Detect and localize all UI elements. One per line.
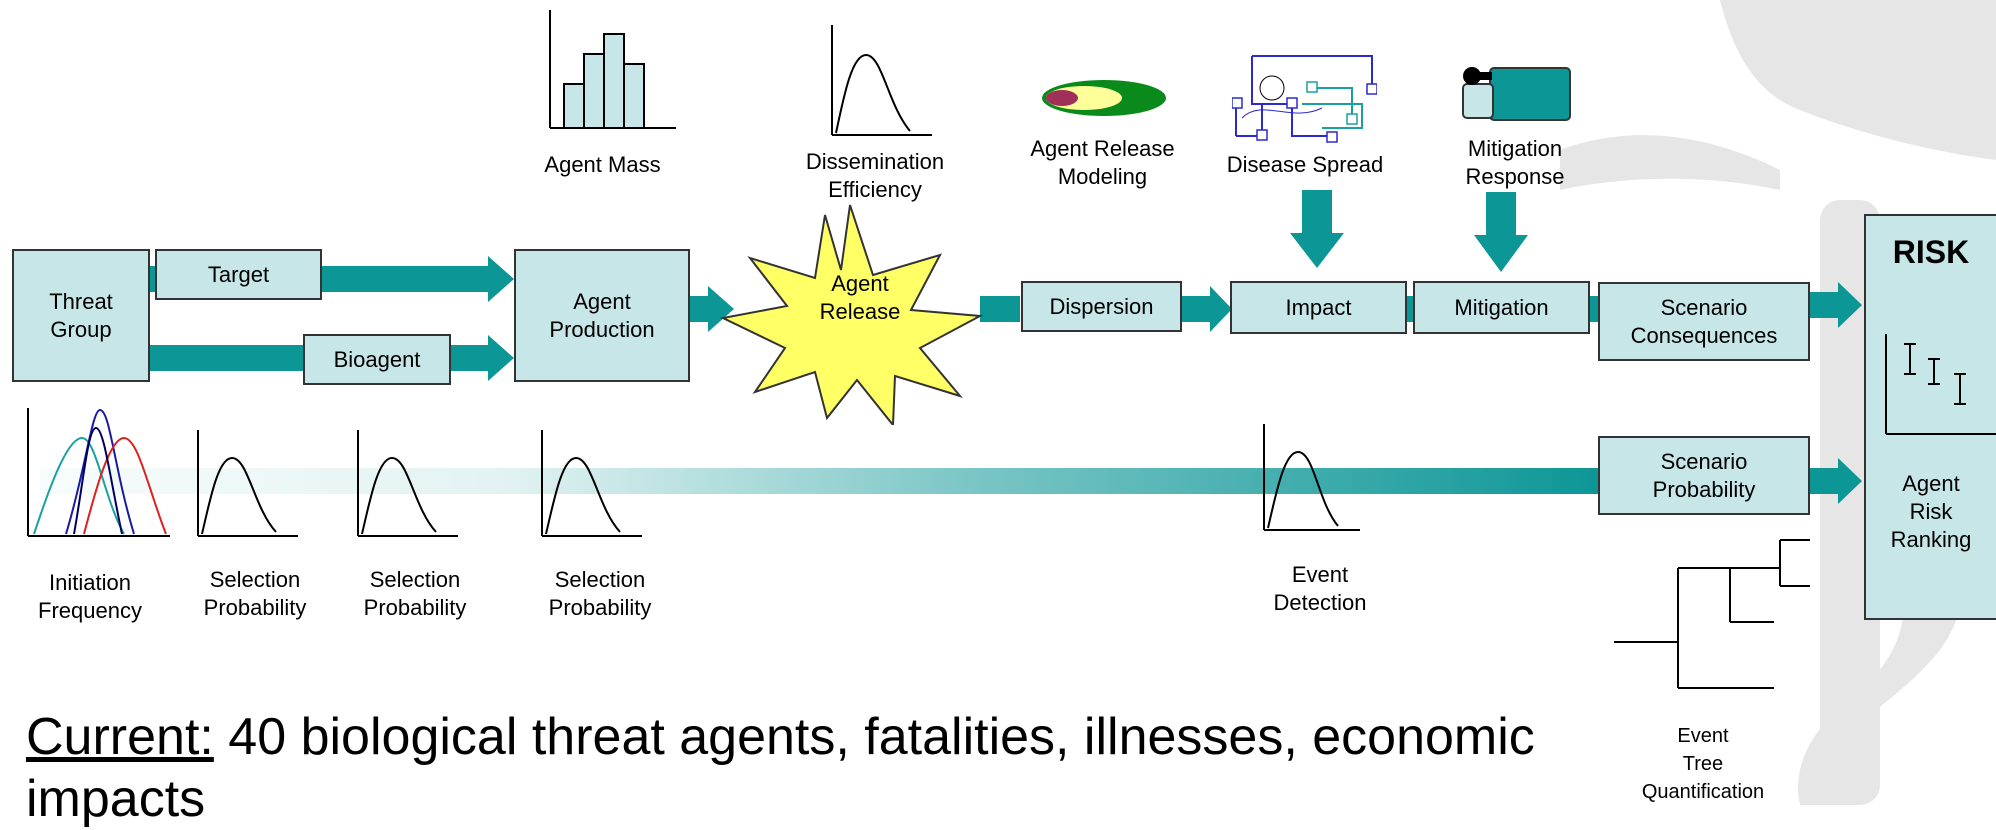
event-detection-curve-icon <box>1263 424 1360 531</box>
agent-risk-ranking-label: Agent Risk Ranking <box>1890 471 1972 552</box>
agent-release-modeling-label: Agent Release Modeling <box>1030 136 1175 189</box>
scenario-consequences-box: Scenario Consequences <box>1598 282 1810 361</box>
risk-panel: RISK Agent Risk Ranking <box>1864 214 1996 620</box>
distribution-curve-icon <box>831 25 932 136</box>
agent-production-box: Agent Production <box>514 249 690 382</box>
selection-probability-curve-icon-2 <box>357 430 458 537</box>
event-tree-icon <box>1614 539 1810 689</box>
scenario-probability-box: Scenario Probability <box>1598 436 1810 515</box>
current-statement: Current: 40 biological threat agents, fa… <box>26 706 1586 830</box>
current-text: 40 biological threat agents, fatalities,… <box>26 708 1535 828</box>
agent-mass-label: Agent Mass <box>544 152 661 177</box>
selection-probability-curve-icon-1 <box>197 430 298 537</box>
bioagent-box: Bioagent <box>303 334 451 385</box>
histogram-icon <box>549 10 676 129</box>
agent-release-label: Agent Release <box>819 271 901 324</box>
risk-title: RISK <box>1892 234 1970 270</box>
error-bars-icon <box>1885 334 1996 435</box>
mitigation-response-label: Mitigation Response <box>1465 136 1565 189</box>
current-prefix: Current: <box>26 708 214 766</box>
dissemination-efficiency-label: Dissemination Efficiency <box>805 149 945 202</box>
target-box: Target <box>155 249 322 300</box>
probability-gradient-bar <box>40 468 1600 494</box>
mitigation-box: Mitigation <box>1413 281 1590 334</box>
arrow-bioagent-head <box>488 335 514 381</box>
event-detection-label: Event Detection <box>1273 562 1367 615</box>
agent-release-plume-icon <box>1042 80 1166 116</box>
initiation-frequency-curves-icon <box>27 408 170 537</box>
event-tree-quantification-label: Event Tree Quantification <box>1641 725 1765 803</box>
disease-spread-network-icon <box>1232 55 1377 143</box>
disease-spread-label: Disease Spread <box>1226 152 1384 177</box>
mitigation-response-icon <box>1462 67 1571 121</box>
selection-probability-curve-icon-3 <box>541 430 642 537</box>
dispersion-box: Dispersion <box>1021 281 1182 332</box>
agent-release-starburst <box>719 204 984 425</box>
selection-probability-label-3: Selection Probability <box>548 567 652 620</box>
selection-probability-label-1: Selection Probability <box>203 567 307 620</box>
initiation-frequency-label: Initiation Frequency <box>38 570 142 623</box>
threat-group-box: Threat Group <box>12 249 150 382</box>
selection-probability-label-2: Selection Probability <box>363 567 467 620</box>
impact-box: Impact <box>1230 281 1407 334</box>
arrow-target-head <box>488 256 514 302</box>
